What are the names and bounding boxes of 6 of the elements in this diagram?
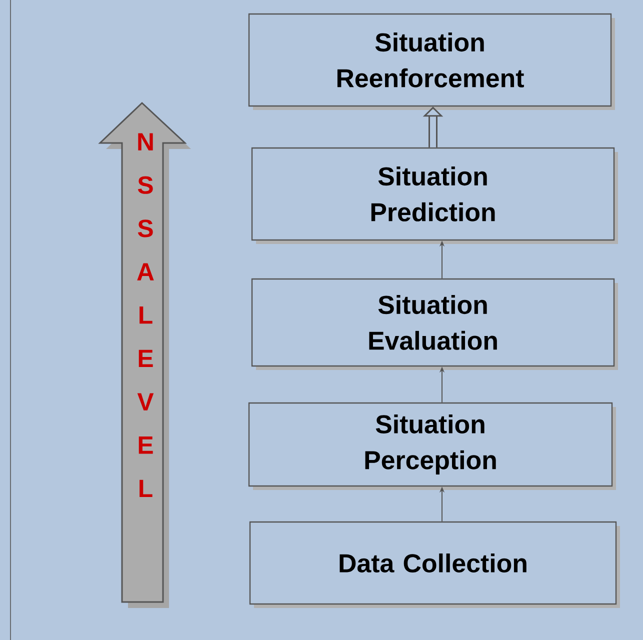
- process-box: Situation Perception: [248, 402, 616, 490]
- vertical-text: NSSA LEVEL: [137, 133, 154, 498]
- process-box: Situation Evaluation: [251, 278, 618, 370]
- process-box: Data Collection: [249, 521, 620, 608]
- process-box: Situation Prediction: [251, 147, 618, 244]
- process-box: Situation Reenforcement: [248, 13, 615, 110]
